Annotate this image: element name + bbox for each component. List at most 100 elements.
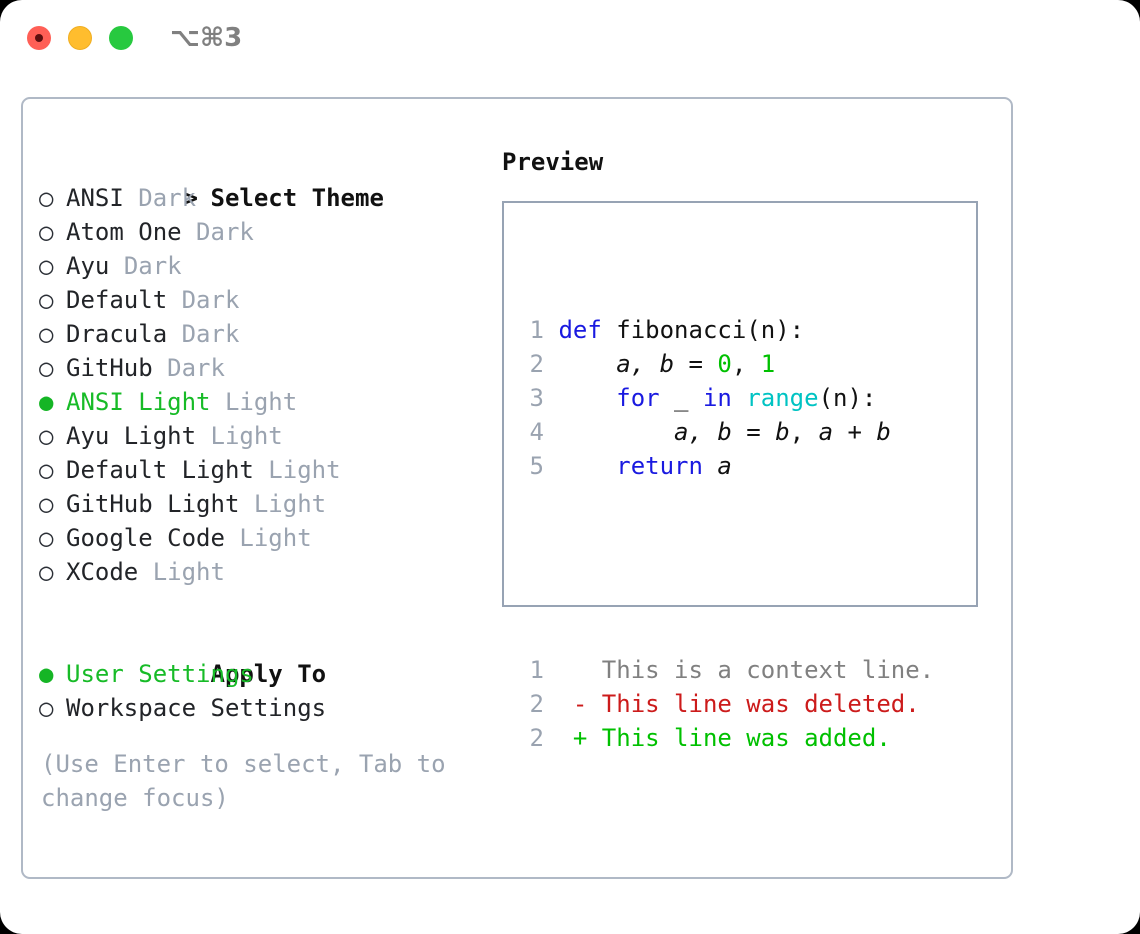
code-line-number: 3 [529, 384, 544, 412]
code-token [703, 452, 717, 480]
radio-unselected-icon[interactable]: ○ [39, 456, 54, 484]
apply-to-option-row[interactable]: ○ Workspace Settings [39, 691, 499, 725]
theme-option-row[interactable]: ○ Atom One Dark [39, 215, 499, 249]
theme-option-gap [124, 184, 138, 212]
theme-option-row[interactable]: ○Ayu Dark [39, 249, 499, 283]
minimize-button[interactable] [68, 26, 92, 50]
theme-option-name: Ayu Light [66, 422, 197, 450]
diff-line-number: 1 [529, 656, 544, 684]
code-line-number: 4 [529, 418, 544, 446]
apply-to-heading: Apply To [39, 623, 499, 688]
theme-option-row[interactable]: ○ Google Code Light [39, 521, 499, 555]
theme-option-variant: Dark [181, 320, 240, 348]
radio-unselected-icon[interactable]: ○ [39, 422, 54, 450]
diff-line: 2 - This line was deleted. [518, 687, 934, 721]
code-token [558, 350, 616, 378]
code-token: def [558, 316, 602, 344]
theme-option-variant: Light [239, 524, 312, 552]
caret-icon: > [183, 184, 198, 212]
theme-option-variant: Dark [138, 184, 197, 212]
code-token: a [717, 452, 732, 480]
theme-option-name: Google Code [66, 524, 225, 552]
theme-option-gap [138, 558, 152, 586]
apply-to-option-name: Workspace Settings [66, 694, 327, 722]
theme-option-variant: Dark [167, 354, 225, 382]
list-spacer [39, 589, 499, 623]
theme-option-row[interactable]: ○ Dracula Dark [39, 317, 499, 351]
radio-unselected-icon[interactable]: ○ [39, 218, 54, 246]
zoom-button[interactable] [109, 26, 133, 50]
theme-option-name: Default Light [66, 456, 254, 484]
theme-option-name: Atom One [66, 218, 182, 246]
diff-line-number: 2 [529, 690, 544, 718]
theme-option-gap [153, 354, 167, 382]
code-token: for [616, 384, 660, 412]
theme-option-row[interactable]: ○Ayu Light Light [39, 419, 499, 453]
code-token [732, 384, 746, 412]
code-gutter-gap [544, 384, 558, 412]
theme-option-variant: Light [268, 456, 341, 484]
code-token: b [775, 418, 790, 446]
theme-option-name: GitHub [66, 354, 153, 382]
theme-option-gap [182, 218, 196, 246]
theme-option-name: Ayu [66, 252, 110, 280]
diff-block: 1 This is a context line.2 - This line w… [518, 653, 935, 755]
code-line: 4 a, b = b, a + b [518, 415, 934, 449]
close-button[interactable] [27, 26, 51, 50]
theme-option-row[interactable]: ○ Default Light Light [39, 453, 499, 487]
radio-selected-icon[interactable]: ● [39, 660, 54, 688]
theme-list-column: > Select Theme ○ ANSI Dark ○ Atom One Dark ○ A… [39, 147, 499, 815]
theme-option-variant: Light [253, 490, 327, 518]
theme-option-gap [225, 524, 239, 552]
apply-to-heading-label: Apply To [210, 660, 327, 688]
theme-option-row[interactable]: ○XCode Light [39, 555, 499, 589]
code-gutter-gap [544, 350, 558, 378]
code-token: , [731, 350, 761, 378]
radio-unselected-icon[interactable]: ○ [39, 524, 54, 552]
radio-unselected-icon[interactable]: ○ [39, 252, 54, 280]
code-token: range [746, 384, 819, 412]
hint-spacer [39, 725, 499, 747]
diff-sign: + [544, 724, 602, 752]
apply-to-option-row[interactable]: ● User Settings [39, 657, 499, 691]
theme-option-name: XCode [66, 558, 139, 586]
title-bar: ⌥⌘3 [0, 0, 1140, 78]
theme-option-row[interactable]: ○Default Dark [39, 283, 499, 317]
code-token: a, b [674, 418, 732, 446]
theme-option-variant: Dark [181, 286, 240, 314]
theme-option-name: ANSI [66, 184, 124, 212]
theme-options-list: ○ANSI Dark○Atom One Dark○Ayu Dark○Defaul… [39, 181, 499, 589]
radio-unselected-icon[interactable]: ○ [39, 320, 54, 348]
radio-unselected-icon[interactable]: ○ [39, 694, 54, 722]
radio-unselected-icon[interactable]: ○ [39, 354, 54, 382]
code-token: in [702, 384, 732, 412]
theme-option-row[interactable]: ●ANSI Light Light [39, 385, 499, 419]
theme-option-name: GitHub Light [66, 490, 240, 518]
code-line-number: 2 [529, 350, 544, 378]
theme-option-gap [211, 388, 225, 416]
radio-unselected-icon[interactable]: ○ [39, 184, 54, 212]
theme-option-row[interactable]: ○ GitHub Light Light [39, 487, 499, 521]
code-token: = [674, 350, 718, 378]
theme-option-variant: Dark [196, 218, 254, 246]
radio-selected-icon[interactable]: ● [39, 388, 54, 416]
theme-option-row[interactable]: ○ ANSI Dark [39, 181, 499, 215]
diff-line-number: 2 [529, 724, 544, 752]
radio-unselected-icon[interactable]: ○ [39, 286, 54, 314]
apply-to-option-name: User Settings [66, 660, 254, 688]
code-line-number: 1 [529, 316, 544, 344]
code-line: 3 for _ in range(n): [518, 381, 934, 415]
radio-unselected-icon[interactable]: ○ [39, 490, 54, 518]
select-theme-heading-label: Select Theme [210, 184, 384, 212]
code-gutter-gap [544, 418, 558, 446]
theme-option-gap [109, 252, 123, 280]
radio-unselected-icon[interactable]: ○ [39, 558, 54, 586]
diff-sign: - [544, 690, 602, 718]
keyboard-hint-text: (Use Enter to select, Tab to change focu… [41, 750, 446, 812]
theme-option-name: Dracula [66, 320, 168, 348]
theme-option-row[interactable]: ○ GitHub Dark [39, 351, 499, 385]
code-token: 0 [717, 350, 732, 378]
code-token: return [616, 452, 703, 480]
diff-line: 2 + This line was added. [518, 721, 934, 755]
